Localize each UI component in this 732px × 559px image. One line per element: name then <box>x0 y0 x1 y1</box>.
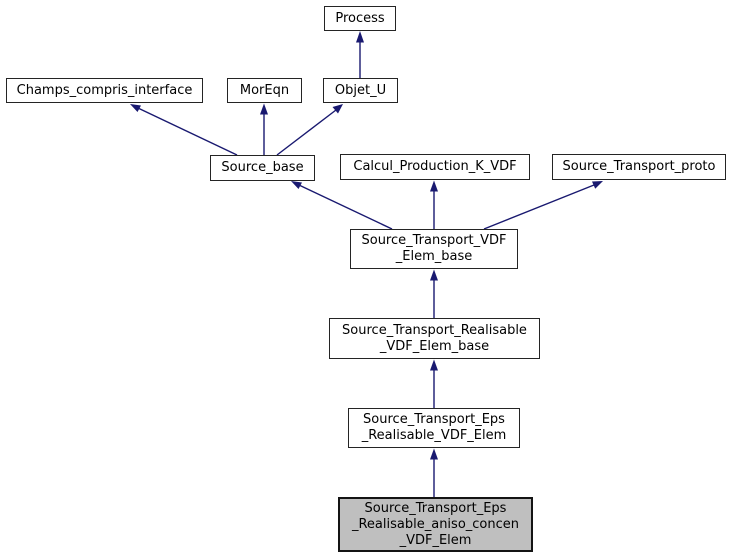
class-node-label: Source_Transport_Eps <box>363 412 505 427</box>
arrowhead-to-source-base <box>291 181 302 189</box>
class-node-label: _Realisable_aniso_concen <box>351 516 519 532</box>
class-node-champs-compris-interface[interactable]: Champs_compris_interface <box>6 78 203 103</box>
class-node-label: _VDF_Elem <box>399 532 472 548</box>
class-node-label: Source_base <box>221 160 304 175</box>
class-node-label: _Elem_base <box>395 249 473 264</box>
class-node-source-transport-eps-realisable-aniso-concen-vdf-elem: Source_Transport_Eps _Realisable_aniso_c… <box>338 497 533 552</box>
class-node-source-transport-eps-realisable-vdf-elem[interactable]: Source_Transport_Eps _Realisable_VDF_Ele… <box>348 408 520 448</box>
edge-arrowheads <box>130 31 603 460</box>
class-node-moreqn[interactable]: MorEqn <box>227 78 302 103</box>
arrowhead-to-source-transport-proto <box>592 181 603 189</box>
class-node-calcul-production-k-vdf[interactable]: Calcul_Production_K_VDF <box>340 154 530 180</box>
edge-vdf-elem-base-to-source-transport-proto-line <box>483 184 595 230</box>
class-node-label: _Realisable_VDF_Elem <box>361 428 507 443</box>
class-node-label: Objet_U <box>334 82 387 98</box>
edge-source-base-to-objet-u-line <box>276 109 337 156</box>
class-node-label: Source_Transport_proto <box>562 159 716 174</box>
arrowhead-to-moreqn <box>260 103 268 115</box>
arrowhead-to-champs-compris-interface <box>130 104 141 112</box>
class-node-process[interactable]: Process <box>324 6 396 31</box>
class-node-label: Source_Transport_Realisable <box>342 322 527 338</box>
arrowhead-to-calcul-production-k-vdf <box>430 180 438 192</box>
class-node-label: Calcul_Production_K_VDF <box>353 159 517 174</box>
arrowhead-to-vdf-elem-base <box>430 269 438 281</box>
class-node-source-transport-realisable-vdf-elem-base[interactable]: Source_Transport_Realisable _VDF_Elem_ba… <box>329 318 540 359</box>
edge-source-base-to-champs-compris-interface-line <box>138 107 238 156</box>
class-node-objet-u[interactable]: Objet_U <box>323 78 398 103</box>
class-node-source-transport-proto[interactable]: Source_Transport_proto <box>552 154 726 180</box>
arrowhead-to-objet-u <box>332 104 343 114</box>
arrowhead-to-eps-realisable-vdf-elem <box>430 448 438 460</box>
arrowhead-to-realisable-vdf-elem-base <box>430 359 438 371</box>
class-node-source-transport-vdf-elem-base[interactable]: Source_Transport_VDF _Elem_base <box>350 229 518 269</box>
class-node-label: Champs_compris_interface <box>16 82 193 98</box>
arrowhead-to-process <box>356 31 364 43</box>
edge-lines <box>138 40 595 497</box>
class-node-label: _VDF_Elem_base <box>379 338 490 354</box>
class-node-label: Source_Transport_VDF <box>361 233 507 248</box>
class-node-source-base[interactable]: Source_base <box>210 155 315 181</box>
class-node-label: Process <box>335 10 385 26</box>
edge-vdf-elem-base-to-source-base-line <box>299 184 393 230</box>
class-node-label: MorEqn <box>239 82 290 98</box>
class-node-label: Source_Transport_Eps <box>364 500 507 516</box>
